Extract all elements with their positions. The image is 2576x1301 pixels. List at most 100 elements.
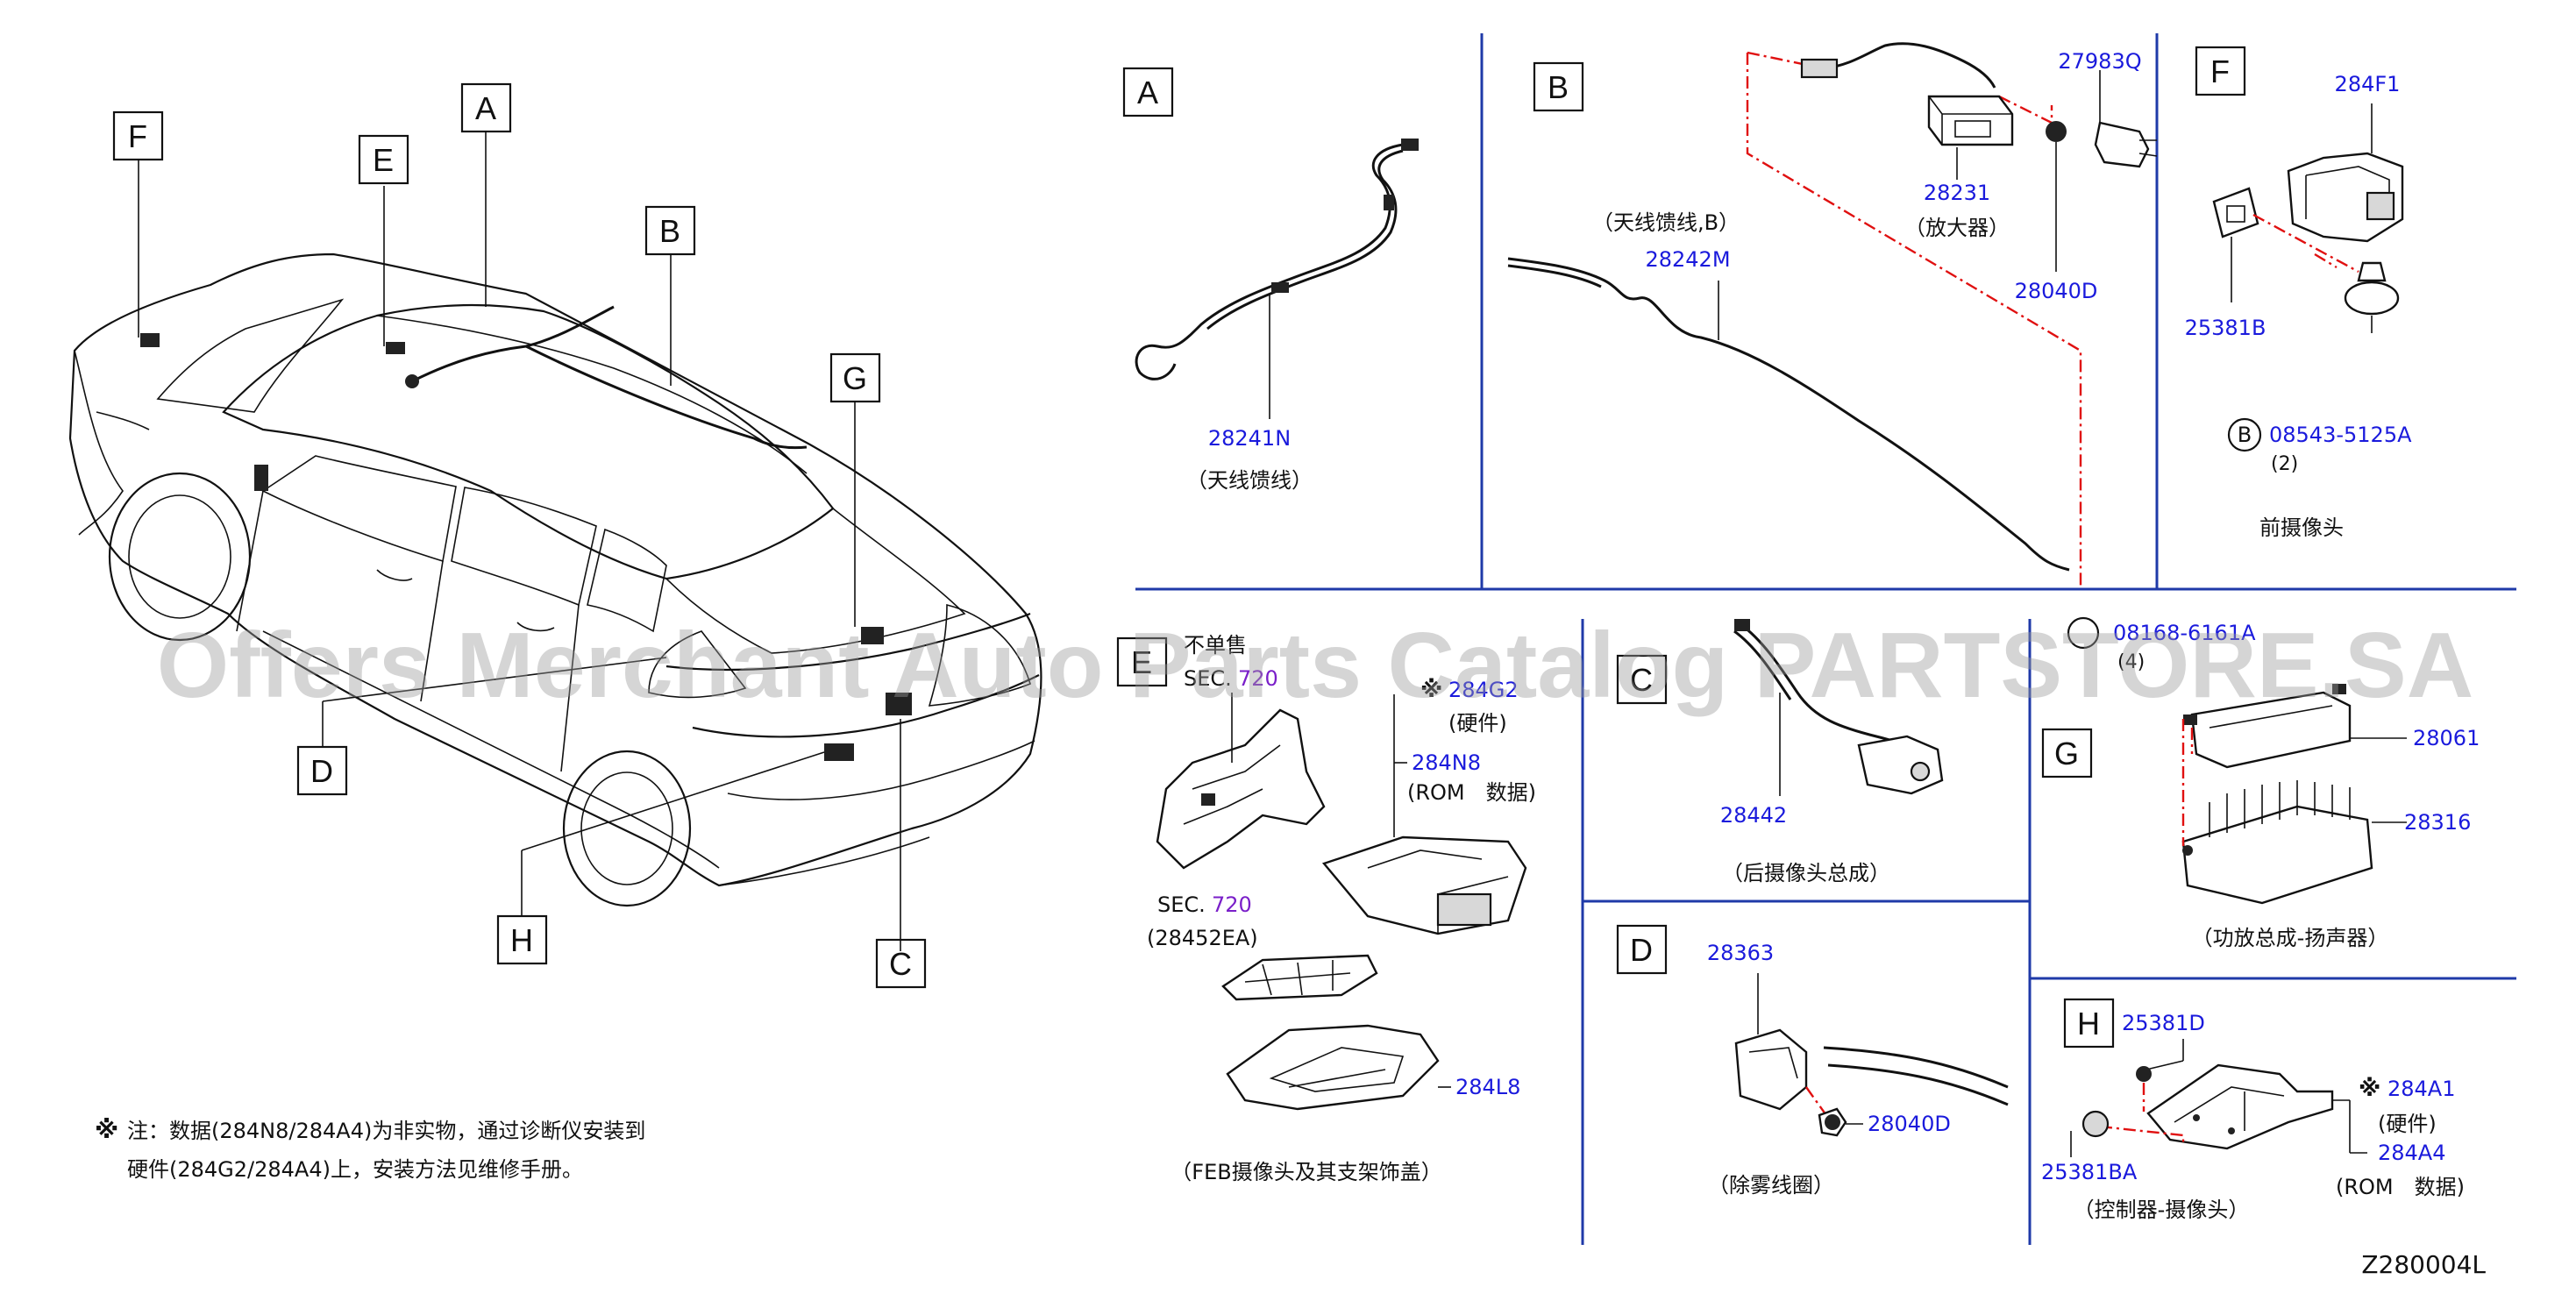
svg-text:D: D [1630,932,1653,968]
panel-f-letter-box: F [2195,46,2246,96]
part-number-28442: 28442 [1720,803,1787,828]
part-number-284n8: 284N8 [1412,750,1481,775]
svg-text:B: B [659,213,680,249]
diagram-code: Z280004L [2361,1250,2486,1279]
antenna-feeder-b [1507,257,2070,572]
part-name-amplifier-assy: （功放总成-扬声器） [2192,926,2389,950]
svg-text:C: C [889,946,912,982]
part-number-284a4: 284A4 [2378,1141,2446,1165]
bolt-circle-b: B [2238,423,2252,447]
bolt-08543 [2344,261,2400,333]
svg-text:A: A [1137,75,1158,110]
part-number-25381b: 25381B [2185,316,2266,340]
defogger-lines [1823,1046,2009,1106]
amplifier-unit-28316 [2181,780,2373,905]
callout-box-c: C [875,938,927,989]
panel-b: B （天线馈线,B） 28242M 28231 （放大器） 27983Q 280… [1507,42,2158,589]
part-name-defogger: （除雾线圈） [1708,1173,1834,1198]
panel-c: C 28442 （后摄像头总成） [1616,619,1944,885]
amplifier-bracket-28061 [2183,684,2352,769]
svg-text:G: G [2054,736,2079,771]
svg-text:E: E [373,142,394,178]
panel-a: A 28241N （天线馈线） [1122,67,1419,493]
camera-cover-284l8 [1226,1024,1440,1111]
part-number-28040d-d: 28040D [1868,1112,1951,1136]
part-name-amplifier: （放大器） [1904,216,2010,240]
callout-box-f: F [112,110,164,161]
panel-e-letter-box: E [1116,636,1168,687]
panel-e: E 不单售 SEC. 720 ※ 284G2 (硬件) 284N8 (ROM 数… [1116,633,1536,1184]
front-camera-mount-marker [386,342,405,354]
panel-h: H 25381D ※ 284A1 (硬件) 284A4 (ROM 数据) 253… [2041,998,2465,1222]
part-name-rear-camera: （后摄像头总成） [1722,861,1890,885]
part-number-28061: 28061 [2413,726,2480,750]
sec-ref-1-number: 720 [1238,666,1278,691]
part-number-27983q: 27983Q [2058,49,2141,74]
callout-box-b: B [644,205,696,256]
sec-ref-1-prefix: SEC. [1184,666,1232,691]
panel-d: D 28363 28040D （除雾线圈） [1616,924,2009,1198]
watermark: Offers Merchant Auto Parts Catalog PARTS… [157,614,2474,717]
sec-ref-2-number: 720 [1212,892,1252,917]
callout-box-d: D [296,745,348,796]
svg-text:A: A [475,90,496,126]
reference-mark-h: ※ [2359,1076,2380,1102]
svg-text:E: E [1131,644,1152,680]
part-number-28363: 28363 [1707,941,1774,965]
panel-a-letter-box: A [1122,67,1174,117]
camera-bracket [1156,708,1326,870]
part-number-28316: 28316 [2404,810,2471,835]
panel-c-letter-box: C [1616,654,1668,705]
callout-box-e: E [358,134,409,185]
sec-ref-2-prefix: SEC. [1157,892,1206,917]
defogger-coil-28363 [1734,1028,1808,1111]
part-number-25381d: 25381D [2122,1011,2205,1035]
bolt-qty-g: (4) [2117,651,2145,673]
part-number-08543-5125a: 08543-5125A [2269,423,2412,447]
sec-ref-2-code: (28452EA) [1147,926,1258,950]
bolt-qty-f: (2) [2271,453,2298,475]
callout-box-a: A [460,82,512,133]
part-name-camera-controller: （控制器-摄像头） [2074,1198,2250,1222]
panel-f: F 284F1 25381B B 08543-5125A (2) 前摄像头 [2185,46,2412,540]
part-number-08168-6161a: 08168-6161A [2113,621,2256,645]
panel-g-letter-box: G [2041,728,2093,778]
callout-box-g: G [829,352,881,403]
feeder-b-label: （天线馈线,B） [1592,210,1740,235]
panel-d-letter-box: D [1616,924,1668,975]
part-name-feb-camera: （FEB摄像头及其支架饰盖） [1171,1160,1441,1184]
rom-label-e: (ROM 数据) [1407,780,1536,805]
car-overview [68,252,1042,907]
part-number-28242m: 28242M [1645,247,1730,272]
part-number-284f1: 284F1 [2335,72,2401,96]
part-number-284a1: 284A1 [2387,1077,2456,1101]
antenna-feeder-a [1135,143,1404,380]
part-number-28040d-b: 28040D [2015,279,2098,303]
part-name-antenna-feeder: （天线馈线） [1186,468,1313,493]
rom-label-h: (ROM 数据) [2336,1175,2465,1199]
not-sold-separately: 不单售 [1184,633,1247,658]
svg-text:H: H [2077,1006,2100,1042]
panel-b-letter-box: B [1533,61,1584,112]
amplifier-28231 [1927,95,2014,146]
footnote: ※ 注：数据(284N8/284A4)为非实物，通过诊断仪安装到 硬件(284G… [95,1115,645,1182]
camera-mount-plate [1221,954,1378,1001]
part-name-front-camera: 前摄像头 [2259,515,2344,540]
front-camera-bracket-284f1 [2287,152,2404,243]
part-number-284g2: 284G2 [1448,678,1519,702]
hardware-unit-284g2 [1321,835,1527,935]
overview-callouts: F E A B G D H C [112,82,927,989]
hardware-label-h: (硬件) [2378,1112,2437,1136]
part-number-284l8: 284L8 [1455,1075,1520,1099]
callout-box-h: H [496,914,548,965]
hardware-label-e: (硬件) [1448,711,1507,736]
part-number-28241n: 28241N [1208,426,1291,451]
reference-mark-e: ※ [1420,677,1442,703]
svg-text:F: F [128,118,147,154]
panel-dividers [1135,33,2516,1245]
rear-camera-28442 [1857,735,1944,795]
svg-text:※: ※ [95,1115,118,1144]
panel-g: G 08168-6161A (4) 28061 28316 （功放总成-扬声器） [2041,616,2480,950]
svg-text:D: D [310,753,333,789]
